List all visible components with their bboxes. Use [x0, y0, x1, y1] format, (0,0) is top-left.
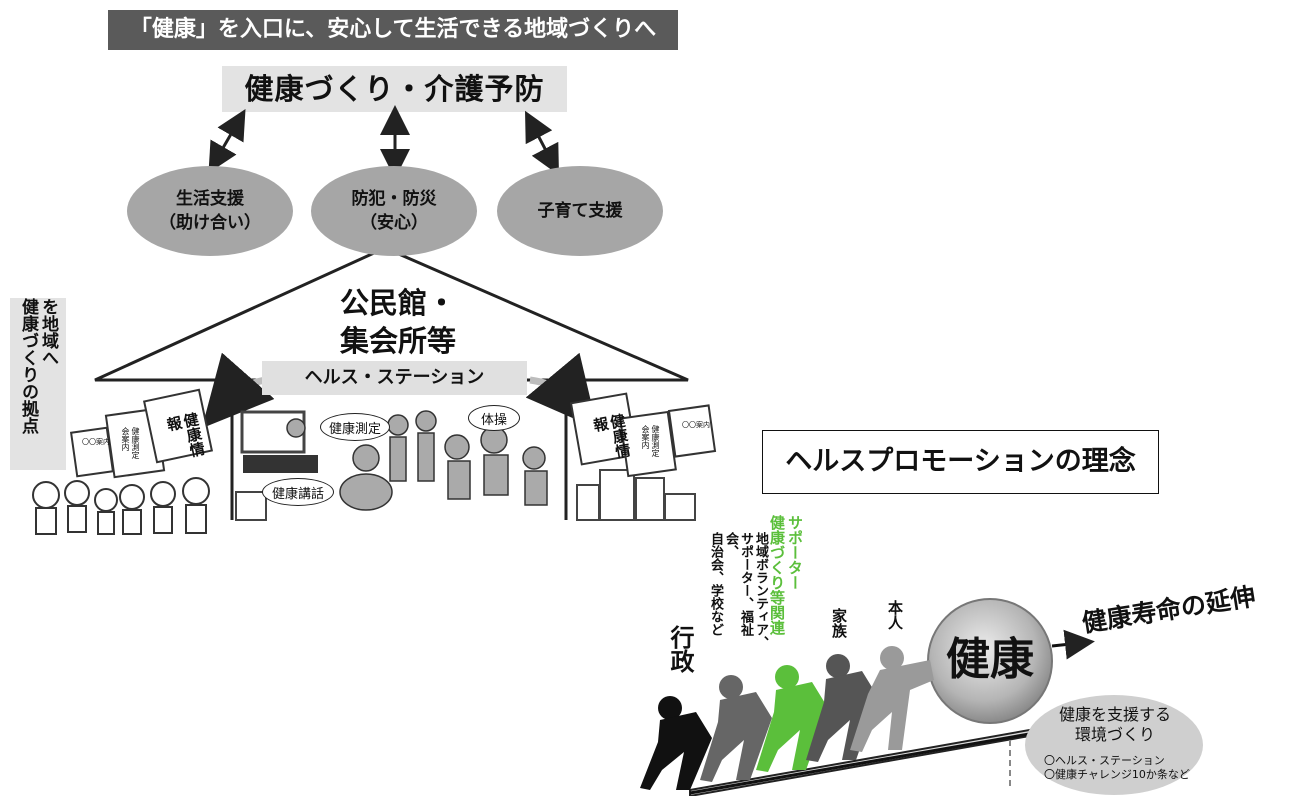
ellipse-life-support: 生活支援 （助け合い）: [127, 166, 293, 256]
signs-right: [569, 392, 717, 478]
sign-left-small: 〇〇案内: [82, 438, 110, 446]
label-gov: 行政: [666, 625, 694, 673]
building-1: [576, 484, 600, 521]
building-3: [635, 477, 665, 521]
ellipse-2-line2: （安心）: [360, 213, 428, 233]
sign-left-mid: 健康測定会案内: [121, 427, 140, 459]
label-self: 本人: [886, 600, 904, 630]
building-2: [599, 469, 635, 521]
env-item1: 〇ヘルス・ステーション: [1044, 754, 1165, 767]
building-left: [235, 491, 267, 521]
env-line2: 環境づくり: [1074, 725, 1155, 744]
env-line1: 健康を支援する: [1058, 705, 1171, 724]
figure-community: [700, 675, 772, 782]
house-title-line2: 集会所等: [339, 324, 456, 358]
label-community: 地域ボランティア、 サポーター、福祉会、 自治会、学校など: [708, 532, 768, 652]
ellipse-2-line1: 防犯・防災: [351, 189, 437, 209]
people-left: [32, 477, 210, 535]
env-title: 健康を支援する 環境づくり: [1030, 705, 1200, 745]
goal-arrow: [1051, 629, 1095, 660]
label-community-3: 自治会、学校など: [708, 532, 723, 636]
figure-self: [850, 646, 934, 752]
side-label-box: 健康づくりの拠点 を地域へ: [10, 298, 66, 470]
signs-left: [69, 388, 214, 479]
ellipse-crime-disaster: 防犯・防災 （安心）: [311, 166, 477, 256]
banner-title: 「健康」を入口に、安心して生活できる地域づくりへ: [108, 10, 678, 50]
ball-label: 健康: [946, 634, 1034, 685]
label-community-2: サポーター、福祉会、: [723, 532, 753, 636]
arrow-left: [208, 109, 246, 173]
env-ellipse: [1025, 695, 1203, 795]
main-theme-box: 健康づくり・介護予防: [222, 66, 567, 112]
sign-right-big: 健康情報: [590, 412, 633, 460]
inside-people: [286, 410, 548, 511]
house-title: 公民館・ 集会所等: [318, 284, 478, 360]
env-list: 〇ヘルス・ステーション 〇健康チャレンジ10か条など: [1044, 754, 1190, 782]
side-label-line1: 健康づくりの拠点: [18, 298, 38, 434]
label-supporters-2: サポーター: [786, 515, 804, 590]
ellipse-1-line1: 生活支援: [176, 189, 244, 209]
label-supporters: 健康づくり等関連 サポーター: [768, 515, 804, 665]
label-supporters-1: 健康づくり等関連: [768, 515, 786, 635]
ellipse-3-line1: 子育て支援: [537, 201, 623, 221]
sign-right-small: 〇〇案内: [682, 421, 710, 429]
ellipse-childcare: 子育て支援: [497, 166, 663, 256]
sign-right-mid: 健康測定会案内: [641, 425, 660, 457]
house-title-line1: 公民館・: [339, 286, 456, 320]
bubble-exercise: 体操: [468, 405, 520, 431]
audience-area: [243, 455, 318, 473]
curve-arrow-left: [201, 352, 275, 429]
health-station-label: ヘルス・ステーション: [262, 361, 527, 395]
figure-gov: [640, 696, 712, 790]
side-label-line2: を地域へ: [38, 298, 58, 366]
arrow-right: [525, 110, 559, 176]
ellipse-1-line2: （助け合い）: [159, 213, 261, 233]
env-item2: 〇健康チャレンジ10か条など: [1044, 768, 1190, 781]
building-4: [664, 493, 696, 521]
promotion-title: ヘルスプロモーションの理念: [762, 430, 1159, 494]
label-family: 家族: [830, 608, 848, 638]
bubble-measure: 健康測定: [320, 413, 390, 441]
slope-edge: [689, 724, 1076, 795]
curve-arrow-right: [525, 352, 598, 429]
bubble-lecture: 健康講話: [262, 478, 334, 506]
label-community-1: 地域ボランティア、: [753, 532, 768, 649]
